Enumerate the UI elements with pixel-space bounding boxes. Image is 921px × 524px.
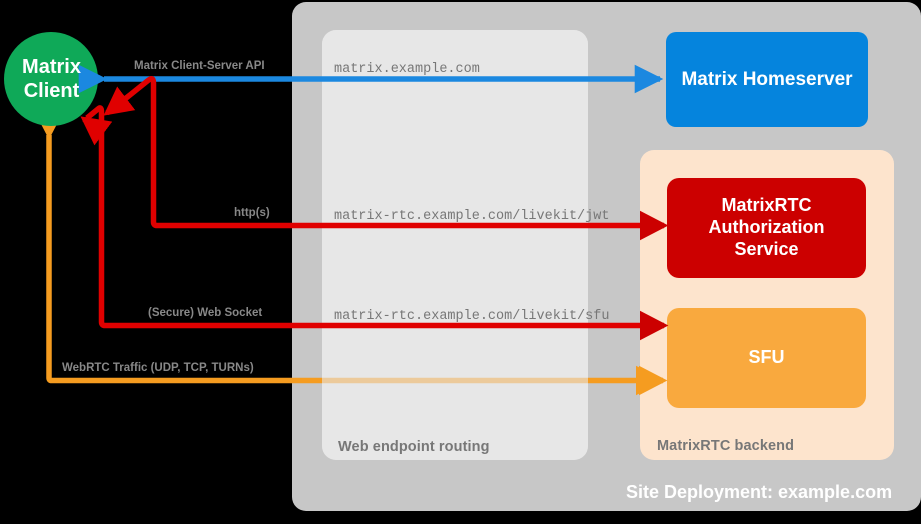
connection-https — [103, 76, 669, 241]
node-matrix-client[interactable] — [4, 32, 98, 126]
node-matrix-homeserver[interactable] — [666, 32, 868, 127]
connection-websocket — [80, 105, 669, 341]
node-matrixrtc-authorization-service[interactable] — [667, 178, 866, 278]
connection-webrtc — [34, 110, 665, 396]
node-sfu[interactable] — [667, 308, 866, 408]
routing-panel-overlay — [322, 30, 588, 460]
